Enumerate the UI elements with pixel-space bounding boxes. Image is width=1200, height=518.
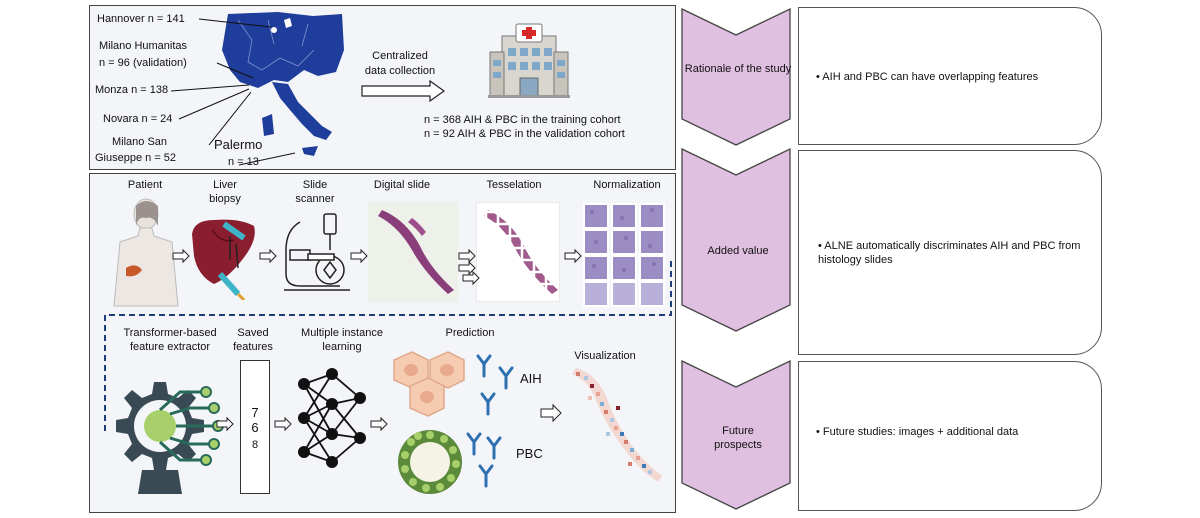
visualization-heatmap-image (572, 368, 662, 482)
site-novara: Novara n = 24 (103, 113, 173, 125)
pbc-label: PBC (516, 446, 543, 461)
step-saved-label-1: Saved (237, 327, 269, 339)
centralized-label: Centralized (372, 50, 428, 62)
chevron-added-value: Added value (707, 245, 769, 257)
site-milano-humanitas: Milano Humanitas (99, 40, 188, 52)
liver-biopsy-icon (192, 219, 255, 300)
step-transformer-label-1: Transformer-based (123, 327, 217, 339)
step-visualization-label: Visualization (574, 350, 636, 362)
step-transformer-label-2: feature extractor (129, 341, 211, 353)
step-normalization-label: Normalization (593, 179, 661, 191)
antibody-icons (466, 354, 514, 488)
site-palermo-n: n = 13 (228, 156, 259, 168)
site-pointer-lines (170, 18, 296, 166)
step-liver-label-2: biopsy (209, 193, 241, 205)
patient-icon (113, 198, 179, 307)
site-milano-san-n: Giuseppe n = 52 (95, 152, 177, 164)
added-value-bullet: • ALNE automatically discriminates AIH a… (818, 240, 1081, 266)
site-monza: Monza n = 138 (95, 84, 169, 96)
feature-7: 7 (251, 405, 259, 420)
aih-cells-image (393, 351, 465, 417)
saved-features-box (240, 360, 270, 494)
step-mil-label-2: learning (322, 341, 362, 353)
step-tesselation-label: Tesselation (486, 179, 542, 191)
step-saved-label-2: features (233, 341, 273, 353)
step-prediction-label: Prediction (445, 327, 495, 339)
site-hannover: Hannover n = 141 (97, 13, 185, 25)
cohort-training: n = 368 AIH & PBC in the training cohort (424, 114, 621, 126)
hospital-icon (488, 23, 570, 98)
rationale-bullet: • AIH and PBC can have overlapping featu… (816, 71, 1039, 83)
data-collection-label: data collection (364, 65, 436, 77)
site-milano-san: Milano San (112, 136, 168, 148)
stage-chevrons (681, 7, 791, 510)
site-milano-humanitas-n: n = 96 (validation) (99, 57, 187, 69)
collection-arrow-icon (361, 80, 446, 102)
chevron-rationale: Rationale of the study (684, 63, 792, 75)
europe-map-icon (218, 10, 346, 166)
normalized-tiles-image (583, 203, 665, 307)
aih-label: AIH (520, 371, 542, 386)
slide-scanner-icon (284, 213, 350, 291)
future-bullet: • Future studies: images + additional da… (816, 426, 1019, 438)
pbc-duct-image (398, 430, 462, 494)
row2-arrows (216, 403, 562, 432)
step-liver-label-1: Liver (213, 179, 237, 191)
step-patient-label: Patient (127, 179, 163, 191)
future-box (798, 361, 1102, 511)
gear-network-icon (116, 382, 224, 494)
tesselation-grid-image (476, 202, 560, 302)
feature-8: 8 (251, 439, 259, 451)
step-slide-label-1: Slide (302, 179, 328, 191)
rationale-box (798, 7, 1102, 145)
row1-arrows (104, 248, 672, 433)
feature-6: 6 (251, 420, 259, 435)
cohort-validation: n = 92 AIH & PBC in the validation cohor… (424, 128, 625, 140)
step-mil-label-1: Multiple instance (301, 327, 383, 339)
added-value-box (798, 150, 1102, 355)
step-slide-label-2: scanner (295, 193, 335, 205)
neural-network-icon (298, 368, 366, 468)
chevron-future: Future prospects (714, 425, 762, 451)
site-palermo: Palermo (214, 137, 263, 152)
step-digital-label: Digital slide (373, 179, 431, 191)
digital-slide-image (368, 202, 458, 302)
